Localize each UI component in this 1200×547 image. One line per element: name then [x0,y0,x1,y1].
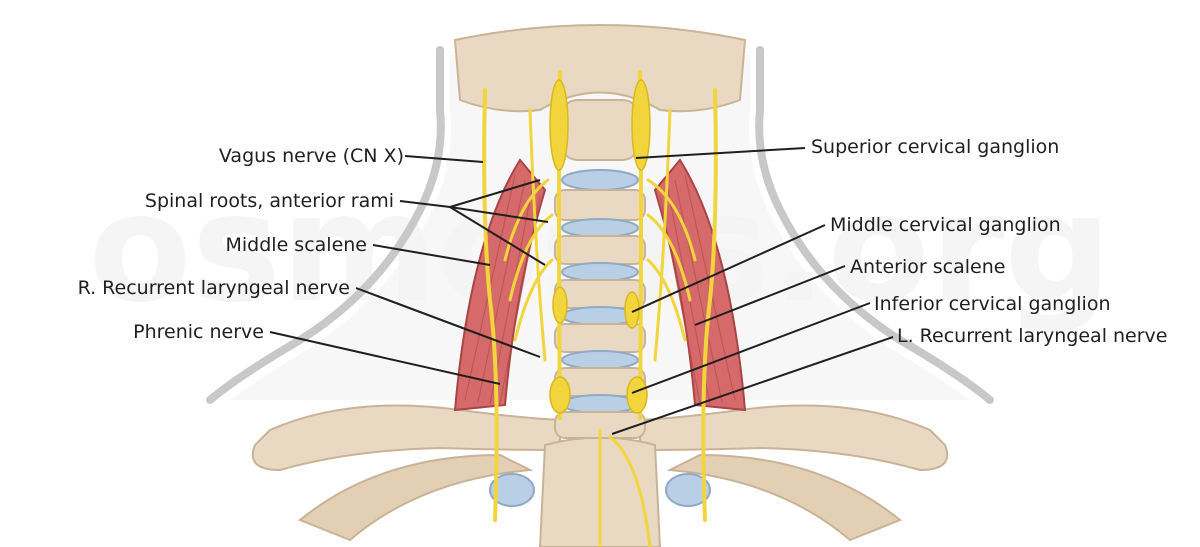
leader-middle-ganglion [631,224,826,313]
label-middle-scalene: Middle scalene [225,234,368,256]
inferior-cervical-ganglion [626,376,648,414]
label-superior-cervical-ganglion: Superior cervical ganglion [811,136,1060,158]
leader-l-recurrent [611,336,894,435]
leader-middle-scalene [372,244,491,266]
right-first-rib [298,453,534,542]
leader-inferior-ganglion [631,302,871,394]
left-costal-cartilage [665,473,711,507]
middle-cervical-ganglion [624,291,640,329]
superior-cervical-ganglion [631,79,651,171]
left-clavicle [639,404,949,472]
right-costal-cartilage [489,473,535,507]
leader-superior-ganglion [635,147,806,159]
leader-spinal-root-3 [449,206,549,223]
label-middle-cervical-ganglion: Middle cervical ganglion [830,214,1061,236]
label-inferior-cervical-ganglion: Inferior cervical ganglion [874,293,1111,315]
leader-spinal-root-4 [449,206,546,266]
sympathetic-trunk-right [549,69,571,421]
label-anterior-scalene: Anterior scalene [850,256,1006,278]
sympathetic-trunk-left [624,69,651,421]
skull-base [453,24,747,113]
leader-vagus [404,155,484,163]
leader-lines [269,147,894,435]
leader-anterior-scalene [694,265,846,326]
leader-phrenic [269,331,501,385]
label-phrenic-nerve: Phrenic nerve [133,321,264,343]
right-clavicle [251,404,561,472]
nerves [482,88,718,547]
cervical-spine [554,99,646,439]
leader-r-recurrent [355,287,541,358]
label-r-recurrent-laryngeal: R. Recurrent laryngeal nerve [77,277,350,299]
left-first-rib [666,453,902,542]
label-spinal-roots: Spinal roots, anterior rami [144,190,394,212]
neck-outline [206,46,994,404]
leader-spinal-root-1 [399,200,451,208]
label-vagus-nerve: Vagus nerve (CN X) [218,145,404,167]
leader-spinal-root-2 [449,179,541,208]
label-l-recurrent-laryngeal: L. Recurrent laryngeal nerve [897,325,1168,347]
